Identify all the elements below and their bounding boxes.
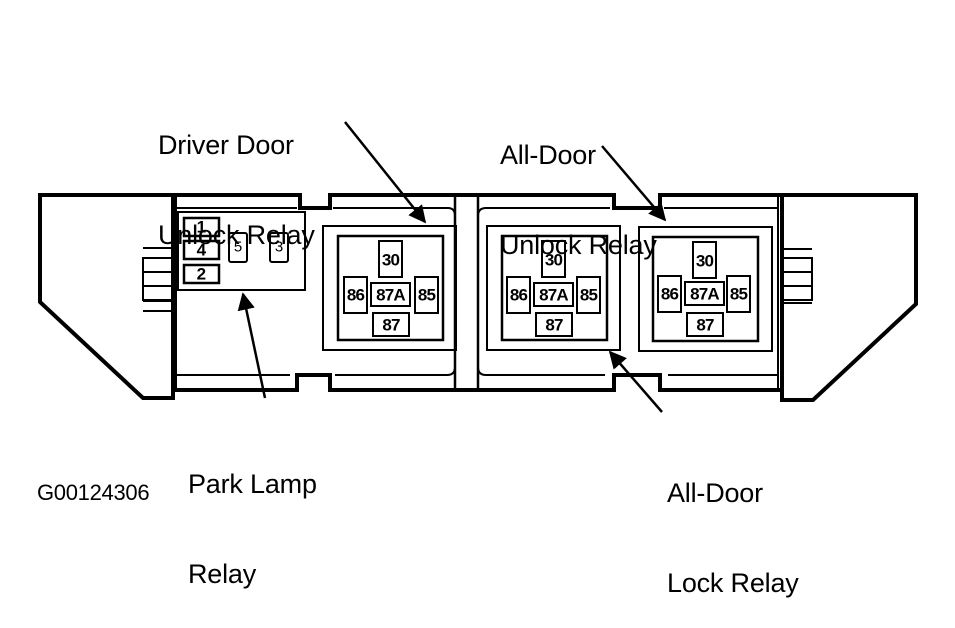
pin-86: 86	[347, 286, 365, 305]
label-line: Unlock Relay	[158, 220, 315, 250]
pin-87: 87	[382, 316, 400, 335]
arrow-driver-door-unlock	[344, 121, 427, 224]
pin-30: 30	[696, 252, 714, 271]
label-line: Relay	[188, 559, 257, 589]
label-line: All-Door	[667, 478, 763, 508]
label-all-door-lock: All-Door Lock Relay	[667, 418, 799, 628]
pin-30: 30	[545, 251, 563, 270]
label-line: Driver Door	[158, 130, 294, 160]
park-pin-1: 1	[197, 218, 206, 237]
label-line: Unlock Relay	[500, 230, 657, 260]
pin-87a: 87A	[539, 286, 568, 305]
pin-86: 86	[661, 285, 679, 304]
park-pin-4: 4	[197, 241, 207, 260]
label-line: Park Lamp	[188, 469, 317, 499]
pin-85: 85	[418, 286, 436, 305]
all-door-lock-relay: 30 86 87A 85 87	[486, 225, 621, 351]
pin-87: 87	[545, 316, 563, 335]
label-driver-door-unlock: Driver Door Unlock Relay	[158, 70, 315, 280]
pin-86: 86	[510, 286, 528, 305]
pin-30: 30	[382, 251, 400, 270]
pin-87a: 87A	[376, 286, 405, 305]
pin-87a: 87A	[690, 285, 719, 304]
pin-85: 85	[730, 285, 748, 304]
all-door-unlock-relay: 30 86 87A 85 87	[638, 226, 773, 352]
park-lamp-relay: 1 4 2 5 3	[177, 211, 306, 291]
park-pin-5: 5	[234, 239, 242, 256]
left-end-cap	[38, 193, 175, 400]
arrow-all-door-lock	[608, 350, 663, 413]
relay-box-diagram: 1 4 2 5 3 30 86 87A 85 87 30 86 87A 85 8…	[38, 121, 918, 413]
arrow-park-lamp	[237, 292, 267, 399]
main-body-outline	[173, 193, 782, 392]
driver-door-unlock-relay: 30 86 87A 85 87	[322, 225, 457, 351]
pin-85: 85	[580, 286, 598, 305]
label-park-lamp: Park Lamp Relay	[188, 409, 317, 619]
park-pin-3: 3	[275, 239, 283, 256]
image-code: G00124306	[37, 480, 150, 505]
label-line: All-Door	[500, 140, 596, 170]
park-pin-2: 2	[197, 265, 206, 284]
label-all-door-unlock: All-Door Unlock Relay	[500, 80, 657, 290]
arrow-all-door-unlock	[601, 145, 667, 222]
pin-87: 87	[696, 316, 714, 335]
right-end-cap	[780, 193, 918, 402]
